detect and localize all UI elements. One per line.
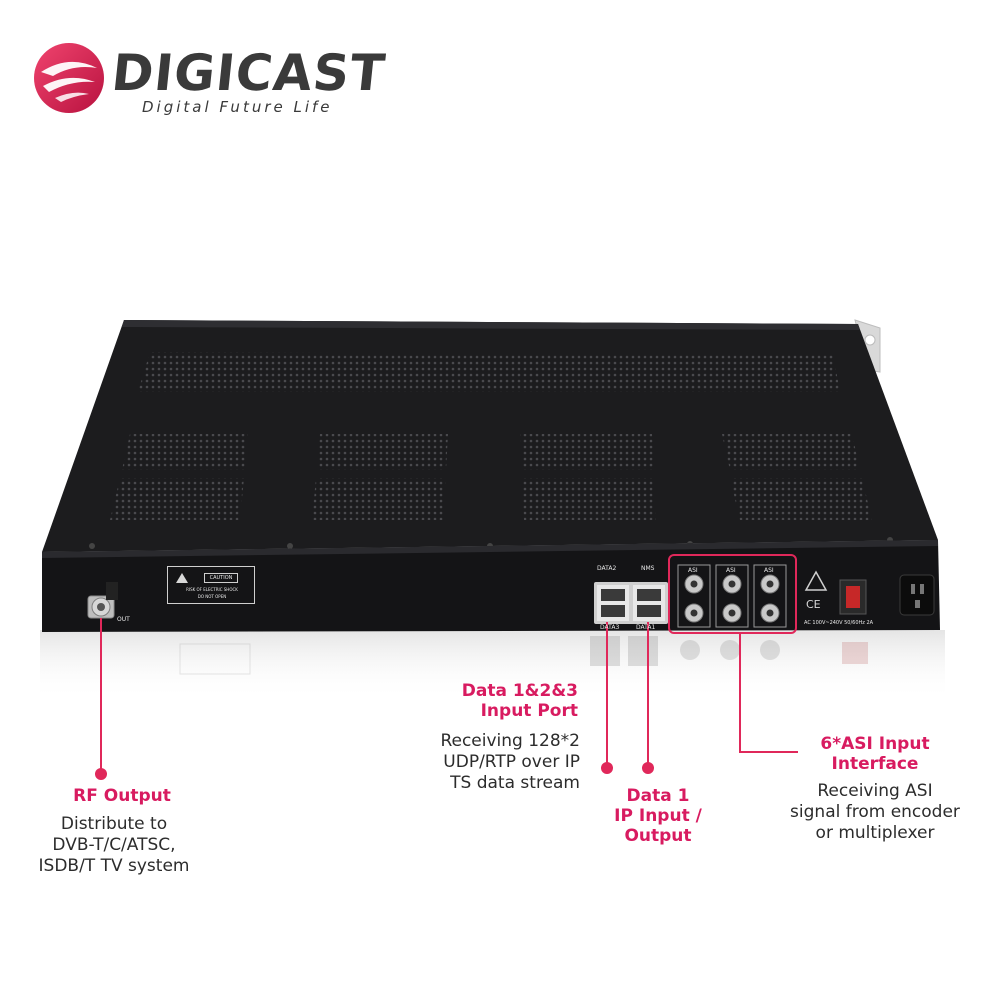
asi-title: 6*ASI Input Interface	[820, 734, 930, 774]
port-label-data2: DATA2	[597, 565, 617, 572]
ce-mark: CE	[806, 598, 821, 611]
ethernet-ports	[594, 582, 668, 624]
rf-output-desc: Distribute to DVB-T/C/ATSC, ISDB/T TV sy…	[38, 814, 190, 876]
brand-tagline: Digital Future Life	[142, 98, 333, 116]
leader-lines	[100, 618, 798, 770]
port-label-nms: NMS	[641, 565, 655, 572]
power-socket	[899, 574, 935, 616]
rf-output-title: RF Output	[73, 786, 171, 806]
power-rating-label: AC 100V~240V 50/60Hz 2A	[804, 620, 874, 626]
port-label-asi-1: ASI	[688, 567, 698, 574]
asi-highlight-box	[668, 554, 797, 634]
asi-bnc-connectors	[677, 564, 787, 628]
power-switch	[839, 579, 867, 615]
data123-desc: Receiving 128*2 UDP/RTP over IP TS data …	[440, 731, 580, 793]
data1-title: Data 1 IP Input / Output	[614, 786, 702, 846]
asi-desc: Receiving ASI signal from encoder or mul…	[790, 781, 960, 843]
device-reflection	[40, 630, 945, 700]
warning-triangle-icon	[176, 573, 188, 583]
caution-label: CAUTION RISK OF ELECTRIC SHOCK DO NOT OP…	[167, 566, 255, 604]
port-label-data1: DATA1	[636, 624, 656, 631]
vent-top-row	[138, 352, 840, 392]
digicast-logo-icon	[34, 43, 104, 113]
caution-line-1: RISK OF ELECTRIC SHOCK	[186, 587, 238, 592]
port-label-data3: DATA3	[600, 624, 620, 631]
caution-line-2: DO NOT OPEN	[197, 594, 227, 599]
port-label-asi-2: ASI	[726, 567, 736, 574]
data123-title: Data 1&2&3 Input Port	[461, 681, 578, 721]
port-label-asi-3: ASI	[764, 567, 774, 574]
rf-port-label: OUT	[117, 616, 130, 623]
caution-title: CAUTION	[204, 573, 238, 583]
